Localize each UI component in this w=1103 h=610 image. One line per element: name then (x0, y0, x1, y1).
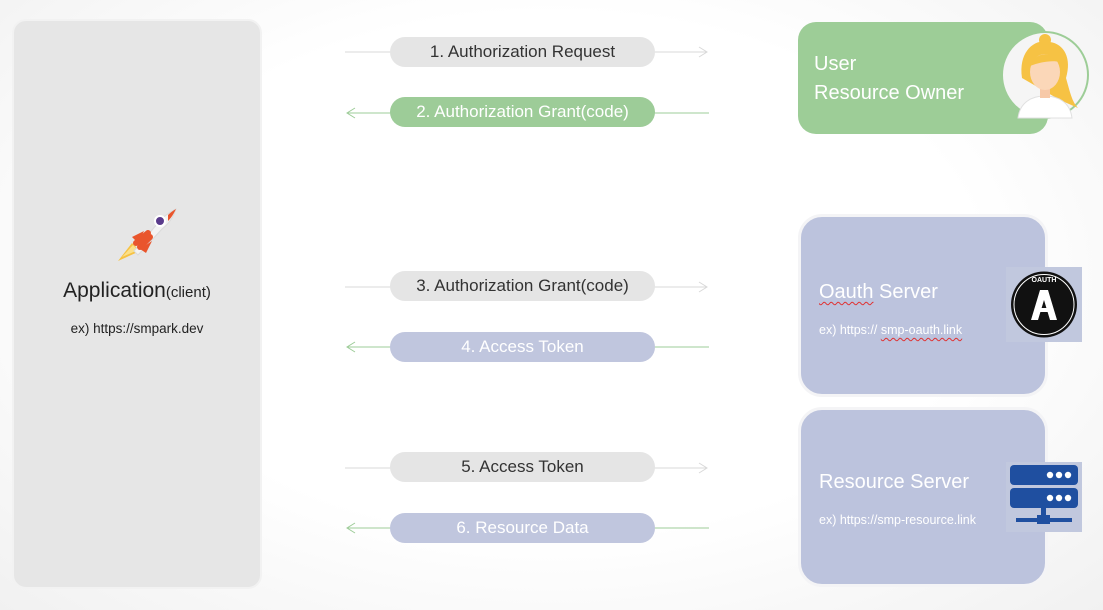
step-2-authorization-grant: 2. Authorization Grant(code) (390, 97, 655, 127)
application-title-suffix: (client) (165, 284, 211, 301)
step-4-access-token: 4. Access Token (390, 332, 655, 362)
user-label-line1: User (814, 53, 857, 75)
oauth-server-url: ex) https:// smp-oauth.link (819, 323, 962, 337)
application-box: Application(client) ex) https://smpark.d… (12, 19, 262, 589)
user-avatar-icon (1000, 30, 1090, 125)
application-title-text: Application (63, 279, 166, 302)
step-3-authorization-grant: 3. Authorization Grant(code) (390, 271, 655, 301)
oauth-url-link: smp-oauth.link (880, 323, 963, 337)
application-title: Application(client) (14, 279, 260, 303)
resource-server-url: ex) https://smp-resource.link (819, 513, 976, 527)
oauth-server-box: Oauth Server ex) https:// smp-oauth.link (798, 214, 1048, 397)
step-5-access-token: 5. Access Token (390, 452, 655, 482)
step-1-authorization-request: 1. Authorization Request (390, 37, 655, 67)
user-label-line2: Resource Owner (814, 82, 965, 104)
server-icon (1006, 462, 1082, 532)
oauth-title-rest: Server (873, 281, 938, 303)
application-url: ex) https://smpark.dev (70, 321, 204, 336)
oauth-logo-text: OAUTH (1032, 277, 1057, 284)
user-label: User Resource Owner (814, 50, 964, 108)
oauth-server-title: Oauth Server (819, 281, 938, 304)
oauth-url-prefix: ex) https:// (819, 323, 881, 337)
rocket-icon (110, 199, 180, 268)
oauth-logo-icon: OAUTH (1006, 267, 1082, 342)
resource-server-title: Resource Server (819, 471, 970, 493)
step-6-resource-data: 6. Resource Data (390, 513, 655, 543)
user-resource-owner-box: User Resource Owner (798, 22, 1048, 134)
oauth-title-word: Oauth (819, 281, 874, 303)
